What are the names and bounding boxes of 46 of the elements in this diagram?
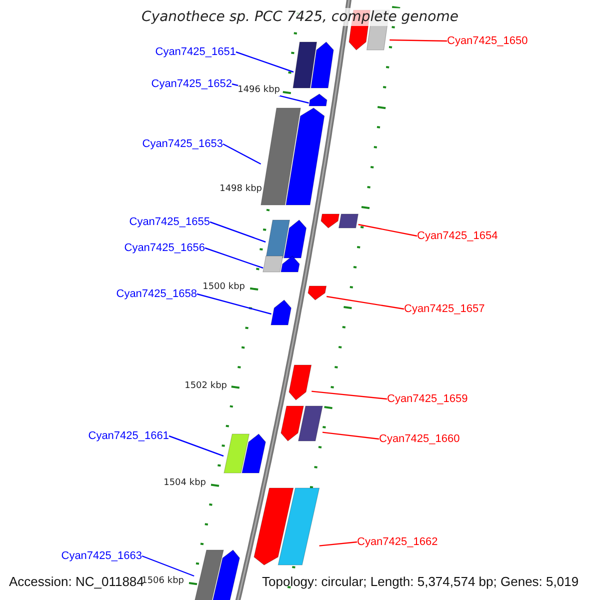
footer-text: Accession: NC_011884: [9, 574, 144, 589]
leader-line: [312, 390, 388, 400]
gene-drawing: [194, 550, 240, 600]
scale-label: 1504 kbp: [164, 478, 206, 489]
gene-label: Cyan7425_1663: [61, 550, 142, 562]
gene-drawing: [271, 300, 292, 325]
gene-drawing: [321, 214, 358, 228]
gene-label: Cyan7425_1657: [404, 302, 485, 316]
leader-line: [326, 296, 404, 310]
gene-label: Cyan7425_1651: [155, 46, 236, 58]
gene-drawing: [289, 365, 312, 400]
gene-drawing: [293, 42, 334, 88]
gene-drawing: [260, 108, 324, 205]
gene-drawing: [308, 286, 327, 300]
leader-line: [168, 435, 224, 457]
gene-drawing: [280, 406, 322, 441]
leader-line: [204, 247, 264, 269]
gene-label: Cyan7425_1660: [379, 432, 460, 446]
gene-label: Cyan7425_1659: [387, 392, 468, 406]
scale-label: 1502 kbp: [184, 381, 227, 392]
gene-drawing: [254, 488, 320, 565]
gene-drawing: [224, 434, 266, 473]
gene-label: Cyan7425_1654: [417, 230, 498, 242]
leader-line: [196, 293, 272, 315]
leader-line: [236, 51, 294, 73]
leader-line: [222, 143, 262, 165]
gene-label: Cyan7425_1653: [142, 138, 223, 150]
footer-text: Topology: circular; Length: 5,374,574 bp; Genes: 5,019: [262, 574, 579, 589]
gene-drawing: [266, 220, 306, 258]
leader-line: [390, 39, 448, 42]
leader-line: [322, 432, 380, 440]
gene-label: Cyan7425_1650: [447, 34, 528, 48]
gene-label: Cyan7425_1662: [357, 536, 438, 548]
gene-drawing: [263, 256, 300, 272]
gene-label: Cyan7425_1658: [116, 288, 197, 300]
leader-line: [210, 221, 266, 243]
leader-line: [358, 224, 418, 237]
scale-label: 1500 kbp: [202, 282, 245, 293]
gene-label: Cyan7425_1656: [124, 242, 205, 254]
gene-label: Cyan7425_1652: [151, 78, 232, 90]
scale-label: 1496 kbp: [238, 85, 280, 96]
leader-line: [319, 541, 358, 546]
gene-label: Cyan7425_1661: [88, 430, 169, 442]
scale-label: 1498 kbp: [220, 184, 262, 195]
leader-line: [142, 555, 194, 577]
gene-label: Cyan7425_1655: [129, 216, 210, 228]
